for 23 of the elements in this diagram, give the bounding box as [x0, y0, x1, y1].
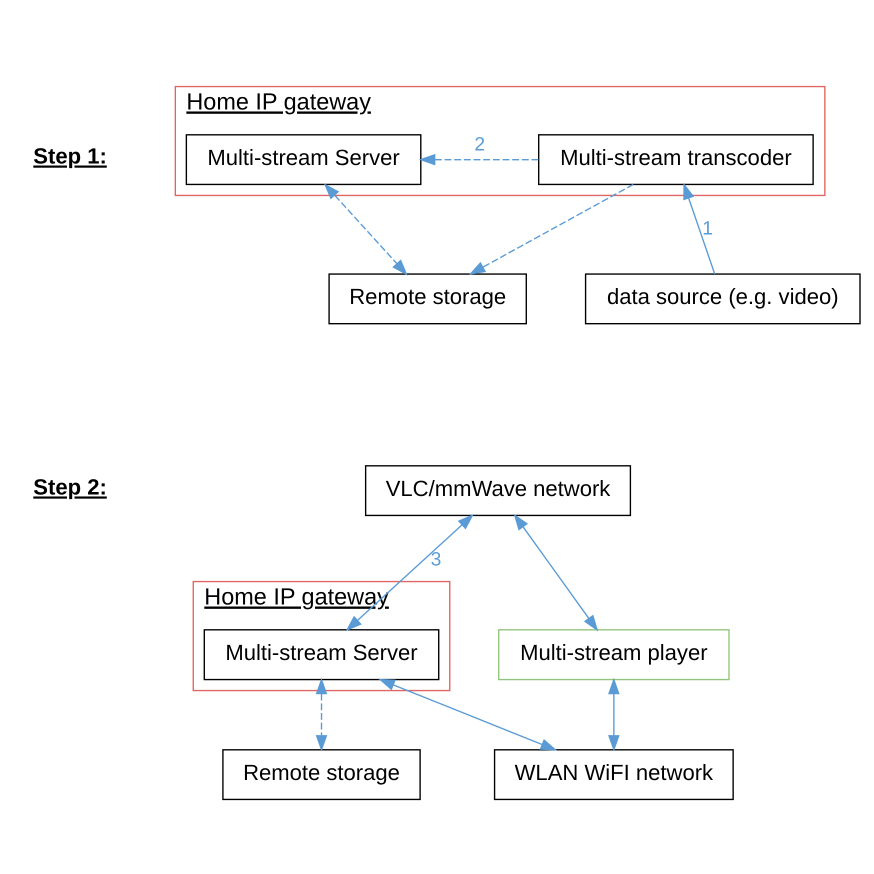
- arrow: [683, 182, 716, 274]
- arrow: [418, 153, 538, 165]
- edge-label: 3: [430, 548, 442, 570]
- node-box: data source (e.g. video): [584, 272, 861, 324]
- node-box: Multi-stream player: [498, 628, 730, 680]
- node-box: Remote storage: [222, 748, 421, 800]
- arrow: [608, 677, 620, 752]
- arrow: [378, 678, 558, 750]
- node-box: WLAN WiFI network: [494, 748, 734, 800]
- arrow: [468, 183, 634, 274]
- node-box: Remote storage: [328, 272, 527, 324]
- label: Step 2:: [33, 474, 107, 499]
- arrow: [316, 677, 328, 752]
- edge-label: 1: [702, 218, 713, 239]
- edge-label: 2: [474, 134, 486, 155]
- node-box: VLC/mmWave network: [364, 464, 632, 516]
- node-box: Multi-stream Server: [204, 628, 440, 680]
- node-box: Multi-stream Server: [186, 134, 422, 185]
- arrow: [514, 513, 598, 632]
- arrow: [324, 182, 408, 276]
- label: Step 1:: [33, 142, 107, 168]
- arrow: [346, 514, 474, 631]
- node-box: Multi-stream transcoder: [538, 134, 814, 185]
